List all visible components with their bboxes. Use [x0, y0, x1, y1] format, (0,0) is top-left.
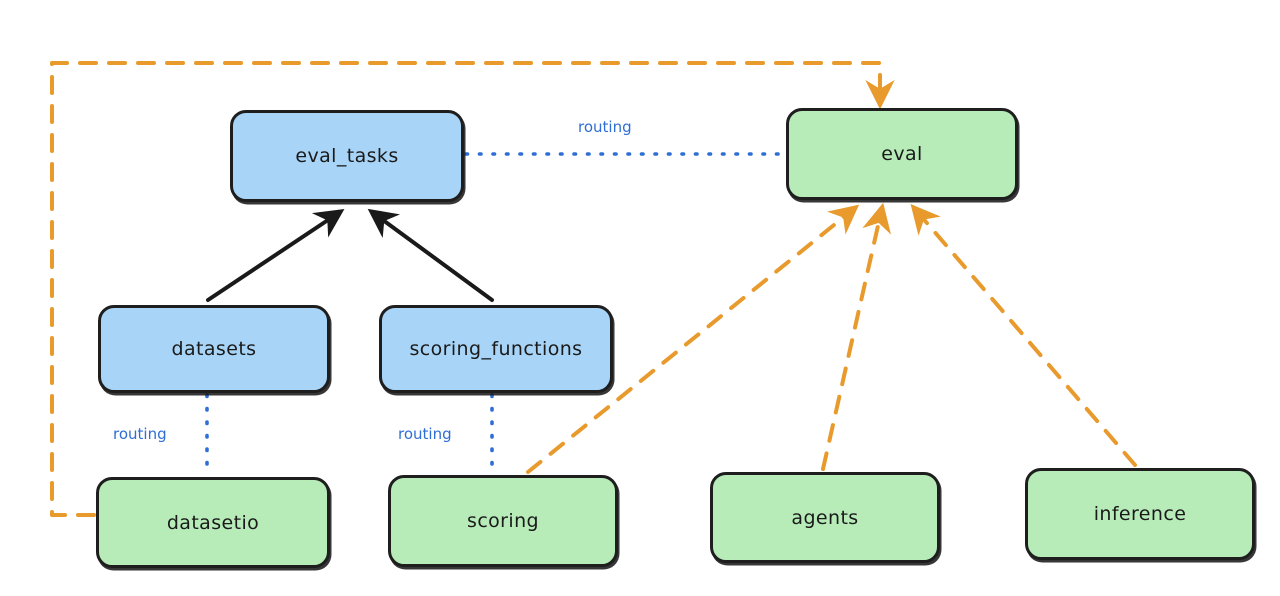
edge-scoring-to-eval — [526, 204, 860, 474]
node-label: agents — [791, 506, 859, 529]
edge-label-routing-top: routing — [578, 118, 632, 136]
node-label: datasetio — [166, 511, 260, 534]
node-eval-tasks[interactable]: eval_tasks — [230, 110, 464, 202]
node-agents[interactable]: agents — [710, 472, 940, 563]
edge-label-routing-left: routing — [113, 425, 167, 443]
node-datasets[interactable]: datasets — [98, 305, 330, 393]
node-datasetio[interactable]: datasetio — [96, 477, 330, 568]
node-inference[interactable]: inference — [1025, 468, 1255, 560]
edge-agents-to-eval — [821, 202, 892, 471]
edge-scoring-functions-to-eval-tasks — [367, 208, 494, 302]
node-label: datasets — [171, 338, 257, 360]
node-label: scoring_functions — [409, 338, 583, 360]
node-label: eval_tasks — [295, 145, 399, 167]
edge-label-routing-middle: routing — [398, 425, 452, 443]
edge-inference-to-eval — [910, 203, 1137, 467]
node-scoring[interactable]: scoring — [388, 475, 618, 567]
edge-datasets-to-eval-tasks — [206, 209, 345, 302]
edge-datasetio-to-eval — [50, 61, 895, 517]
node-scoring-functions[interactable]: scoring_functions — [379, 305, 613, 393]
node-label: scoring — [467, 510, 539, 532]
node-label: inference — [1093, 503, 1187, 525]
node-eval[interactable]: eval — [786, 108, 1018, 200]
node-label: eval — [881, 143, 923, 165]
